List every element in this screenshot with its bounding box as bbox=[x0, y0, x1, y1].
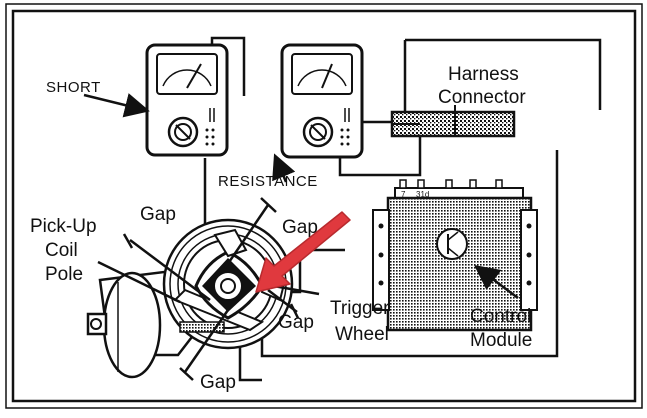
label-control-line1: Control bbox=[470, 306, 531, 327]
control-module bbox=[372, 179, 538, 332]
label-pickup-line3: Pole bbox=[45, 264, 83, 285]
pin-label-31d: 31d bbox=[416, 190, 429, 199]
label-pickup-line2: Coil bbox=[45, 240, 78, 261]
trigger-wheel bbox=[194, 250, 264, 320]
transistor-icon bbox=[436, 228, 468, 260]
label-short: SHORT bbox=[46, 79, 101, 96]
label-harness-line2: Connector bbox=[438, 87, 526, 108]
pin-label-7: 7 bbox=[401, 190, 406, 199]
label-control-line2: Module bbox=[470, 330, 532, 351]
label-pickup-line1: Pick-Up bbox=[30, 216, 97, 237]
label-gap-upper-right: Gap bbox=[282, 217, 318, 238]
label-trigger-line2: Wheel bbox=[335, 324, 389, 345]
label-gap-bottom: Gap bbox=[200, 372, 236, 393]
harness-connector bbox=[390, 105, 516, 138]
label-resistance: RESISTANCE bbox=[218, 173, 318, 190]
label-gap-right: Gap bbox=[278, 312, 314, 333]
short-meter bbox=[145, 43, 229, 157]
red-arrow-icon bbox=[255, 211, 351, 293]
label-gap-top: Gap bbox=[140, 204, 176, 225]
gap-lines bbox=[122, 197, 300, 381]
label-trigger-line1: Trigger bbox=[330, 298, 390, 319]
figure-inner-border bbox=[11, 9, 637, 403]
label-harness-line1: Harness bbox=[448, 64, 519, 85]
resistance-meter bbox=[280, 43, 364, 159]
figure-border bbox=[5, 3, 643, 409]
